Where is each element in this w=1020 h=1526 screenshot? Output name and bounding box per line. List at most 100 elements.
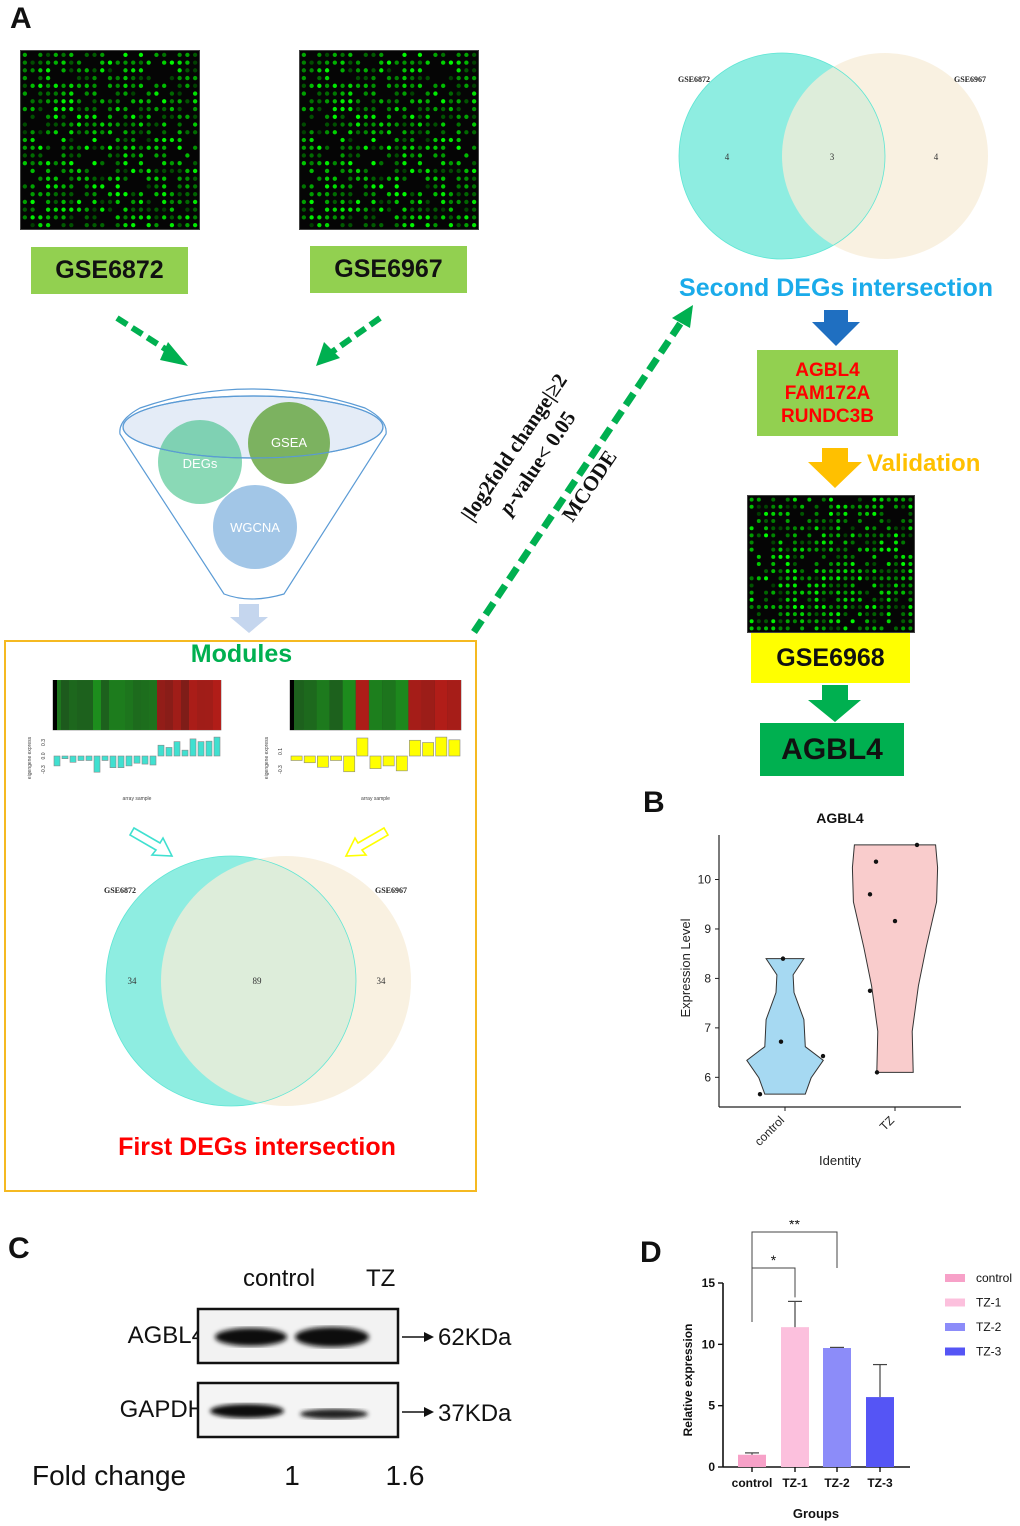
y-axis-label: Relative expression <box>681 1324 695 1437</box>
first-venn-intersection-count: 89 <box>253 976 263 986</box>
western-blot: 62KDa 37KDa <box>196 1307 512 1439</box>
funnel-label-degs: DEGs <box>183 456 218 471</box>
data-point <box>757 1091 763 1097</box>
lane-label-control: control <box>243 1265 316 1292</box>
eigengene-bar <box>141 755 149 765</box>
eigengene-bar <box>85 755 93 761</box>
x-axis-label: Identity <box>819 1153 861 1168</box>
eigengene-bar <box>149 755 157 766</box>
data-point <box>780 956 786 961</box>
eigengene-ytick: 0.1 <box>278 748 284 755</box>
size-label-37kda: 37KDa <box>438 1400 512 1427</box>
protein-label-agbl4: AGBL4 <box>127 1322 205 1349</box>
criteria-mcode: MCODE <box>557 446 622 526</box>
band-agbl4-control <box>215 1328 287 1346</box>
eigengene-bar <box>395 755 408 772</box>
dashed-arrow-left <box>115 315 188 366</box>
legend-label: control <box>976 1271 1012 1285</box>
bar-tz-3 <box>866 1397 894 1467</box>
x-tick-label: TZ-2 <box>824 1476 850 1490</box>
legend-label: TZ-3 <box>976 1345 1002 1359</box>
arrow-37kda <box>402 1407 434 1417</box>
y-tick-label: 10 <box>698 873 712 887</box>
down-arrow-funnel <box>230 604 268 633</box>
x-axis-label: Groups <box>793 1506 839 1521</box>
module-plot-yellow: eigengene express 0.1 -0.3 array sample <box>264 680 462 802</box>
y-axis-label: Expression Level <box>678 918 693 1017</box>
blot-agbl4 <box>196 1307 400 1365</box>
panel-a-letter: A <box>10 2 32 35</box>
dataset-label: GSE6967 <box>334 255 443 283</box>
eigengene-bar <box>157 744 165 757</box>
dataset-label: GSE6872 <box>55 256 164 284</box>
significance-label: * <box>771 1252 777 1268</box>
microarray-image-gse6967 <box>299 50 479 230</box>
eigengene-bar <box>61 755 69 759</box>
legend-swatch <box>945 1347 965 1356</box>
band-gapdh-tz <box>300 1409 368 1419</box>
first-venn-left-count: 34 <box>128 976 138 986</box>
second-venn-left-label: GSE6872 <box>678 75 710 84</box>
down-arrow-blue <box>812 310 860 346</box>
eigengene-bar <box>369 755 382 769</box>
dataset-box-gse6967: GSE6967 <box>310 246 467 293</box>
eigengene-bar <box>173 741 181 757</box>
bar-tz-1 <box>781 1327 809 1467</box>
second-venn-right-label: GSE6967 <box>954 75 986 84</box>
eigengene-bar <box>435 736 448 757</box>
eigengene-xlabel: array sample <box>123 796 152 802</box>
data-point <box>778 1039 784 1044</box>
eigengene-ytick: -0.3 <box>278 765 284 774</box>
arrow-62kda <box>402 1332 434 1342</box>
data-point <box>873 859 879 864</box>
hub-gene: RUNDC3B <box>781 405 874 427</box>
fold-change-control: 1 <box>284 1460 300 1491</box>
violin-tz <box>851 844 939 1073</box>
first-venn-right-label: GSE6967 <box>375 886 407 895</box>
validation-label: Validation <box>867 450 980 477</box>
modules-title: Modules <box>190 640 293 668</box>
eigengene-bar <box>165 747 173 757</box>
dataset-box-gse6872: GSE6872 <box>31 247 188 294</box>
eigengene-bar <box>77 755 85 761</box>
eigengene-bar <box>93 755 101 773</box>
modules-box <box>4 640 477 1192</box>
eigengene-bar <box>69 755 77 763</box>
down-arrow-validation <box>808 448 862 488</box>
panel-b-letter: B <box>643 786 665 819</box>
hub-genes-box: AGBL4 FAM172A RUNDC3B <box>757 350 898 436</box>
first-venn-left-label: GSE6872 <box>104 886 136 895</box>
significance-bracket <box>751 1231 838 1322</box>
eigengene-xlabel: array sample <box>361 796 390 802</box>
x-tick-label: control <box>752 1113 787 1148</box>
eigengene-bar <box>133 755 141 764</box>
microarray-image-gse6872 <box>20 50 200 230</box>
y-tick-label: 15 <box>702 1276 716 1290</box>
legend-swatch <box>945 1274 965 1282</box>
y-tick-label: 0 <box>708 1460 715 1474</box>
eigengene-bar <box>382 755 395 767</box>
eigengene-ylabel: eigengene express <box>27 736 33 779</box>
y-tick-label: 8 <box>704 971 711 985</box>
hub-gene: FAM172A <box>784 382 871 404</box>
eigengene-bar <box>303 755 316 764</box>
blot-gapdh <box>196 1381 400 1439</box>
eigengene-ylabel: eigengene express <box>264 736 270 779</box>
violin-chart: AGBL4 Expression Level Identity 678910co… <box>678 810 961 1168</box>
funnel-circle-degs: DEGs <box>158 420 242 504</box>
y-tick-label: 6 <box>704 1070 711 1084</box>
first-venn-right-count: 34 <box>377 976 387 986</box>
band-agbl4-tz <box>295 1327 369 1347</box>
x-tick-label: TZ <box>877 1113 897 1133</box>
fold-change-label: Fold change <box>32 1460 187 1491</box>
second-venn-intersection-count: 3 <box>830 152 835 162</box>
significance-bracket <box>751 1267 796 1322</box>
eigengene-bar <box>109 755 117 768</box>
eigengene-bar <box>181 749 189 757</box>
funnel-label-gsea: GSEA <box>271 435 307 450</box>
funnel-label-wgcna: WGCNA <box>230 520 280 535</box>
eigengene-bar <box>213 736 221 757</box>
funnel-circle-wgcna: WGCNA <box>213 485 297 569</box>
dashed-arrow-right <box>316 315 382 366</box>
